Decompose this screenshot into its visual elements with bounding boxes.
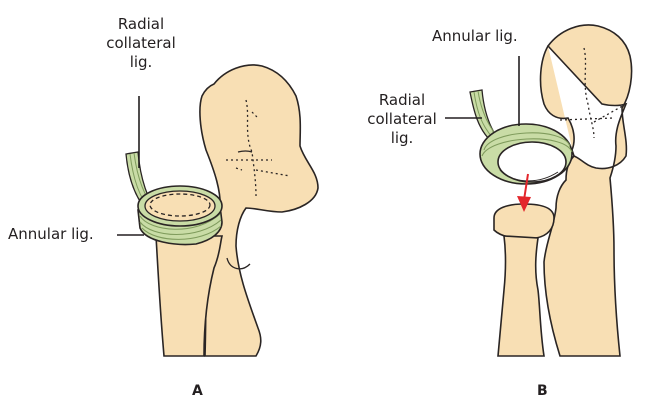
panel-a-annular-label: Annular lig. bbox=[8, 225, 94, 244]
panel-a-illustration bbox=[117, 65, 318, 356]
panel-b-radial-collateral-line1: Radial bbox=[353, 91, 451, 110]
panel-a-letter: A bbox=[192, 383, 203, 399]
panel-b-ulna bbox=[544, 25, 632, 356]
panel-a-radial-collateral-line1: Radial bbox=[95, 15, 187, 34]
panel-b-annular-label: Annular lig. bbox=[432, 27, 518, 46]
panel-a-radial-collateral-line2: collateral bbox=[95, 34, 187, 53]
panel-b-illustration bbox=[445, 25, 632, 356]
panel-b-annular-ligament bbox=[480, 124, 572, 184]
panel-a-radial-collateral-line3: lig. bbox=[95, 53, 187, 72]
panel-b-radial-collateral-label: Radial collateral lig. bbox=[353, 91, 451, 148]
panel-a-radial-collateral-label: Radial collateral lig. bbox=[95, 15, 187, 72]
panel-b-radial-collateral-line3: lig. bbox=[353, 129, 451, 148]
panel-b-radial-collateral-line2: collateral bbox=[353, 110, 451, 129]
panel-b-radius bbox=[498, 236, 544, 356]
panel-a-annular-ligament bbox=[138, 186, 222, 244]
panel-b-letter: B bbox=[537, 383, 548, 399]
